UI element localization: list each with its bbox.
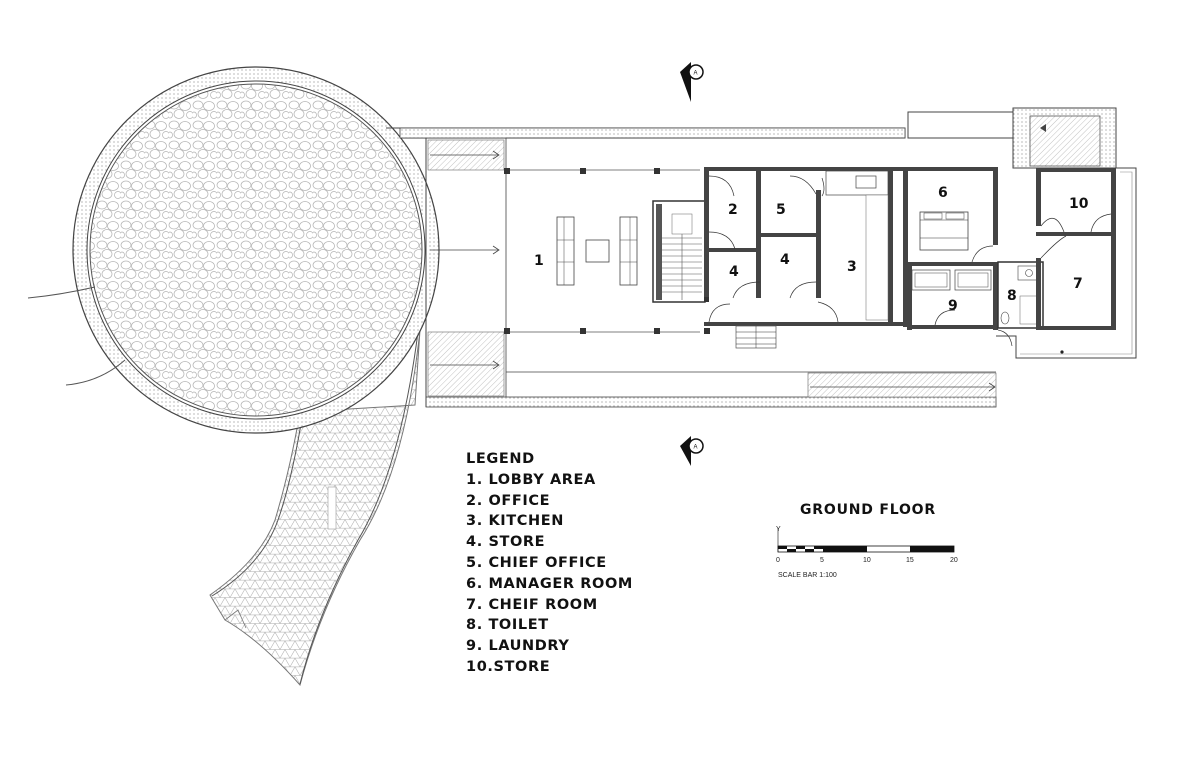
legend-list: 1. LOBBY AREA 2. OFFICE 3. KITCHEN 4. ST… <box>466 470 633 678</box>
scale-bar-caption: SCALE BAR 1:100 <box>778 572 837 579</box>
legend-item: 9. LAUNDRY <box>466 638 570 655</box>
scale-tick-0: 0 <box>776 557 780 564</box>
room-label-9: 9 <box>948 298 958 314</box>
room-label-3: 3 <box>847 259 857 275</box>
room-label-2: 2 <box>728 202 738 218</box>
section-marker-top-label: A <box>694 71 698 77</box>
sheet-title: GROUND FLOOR <box>800 502 936 518</box>
legend: LEGEND 1. LOBBY AREA 2. OFFICE 3. KITCHE… <box>466 449 633 678</box>
room-label-7: 7 <box>1073 276 1083 292</box>
section-marker-bottom: A <box>680 436 704 466</box>
lobby-area <box>504 168 710 334</box>
room-label-4a: 4 <box>729 264 739 280</box>
circular-plaza <box>27 66 440 434</box>
scale-tick-15: 15 <box>906 557 914 564</box>
building-outline <box>386 107 1137 408</box>
legend-item: 1. LOBBY AREA <box>466 471 596 488</box>
room-labels: 1 2 5 4 4 3 6 9 8 10 7 <box>534 185 1089 314</box>
legend-item: 3. KITCHEN <box>466 513 564 530</box>
room-label-6: 6 <box>938 185 948 201</box>
room-label-8: 8 <box>1007 288 1017 304</box>
legend-item: 10.STORE <box>466 658 551 675</box>
walkway-path <box>209 329 421 687</box>
legend-item: 6. MANAGER ROOM <box>466 575 633 592</box>
room-label-5: 5 <box>776 202 786 218</box>
legend-item: 8. TOILET <box>466 617 549 634</box>
rooms-walls-east <box>907 167 1044 347</box>
room-label-4b: 4 <box>780 252 790 268</box>
room-label-10: 10 <box>1069 196 1089 212</box>
scale-bar-axis-label: Y <box>776 526 781 533</box>
scale-bar: Y 0 5 10 15 20 <box>776 526 958 564</box>
scale-tick-20: 20 <box>950 557 958 564</box>
legend-title: LEGEND <box>466 451 535 467</box>
legend-item: 5. CHIEF OFFICE <box>466 554 607 571</box>
rooms-walls <box>704 167 908 349</box>
room-label-1: 1 <box>534 253 544 269</box>
scale-tick-10: 10 <box>863 557 871 564</box>
section-marker-bottom-label: A <box>694 445 698 451</box>
scale-tick-5: 5 <box>820 557 824 564</box>
legend-item: 4. STORE <box>466 534 546 551</box>
legend-item: 2. OFFICE <box>466 492 551 509</box>
section-marker-top: A <box>680 62 704 102</box>
legend-item: 7. CHEIF ROOM <box>466 596 598 613</box>
rooms-walls-far-east <box>1036 168 1116 330</box>
